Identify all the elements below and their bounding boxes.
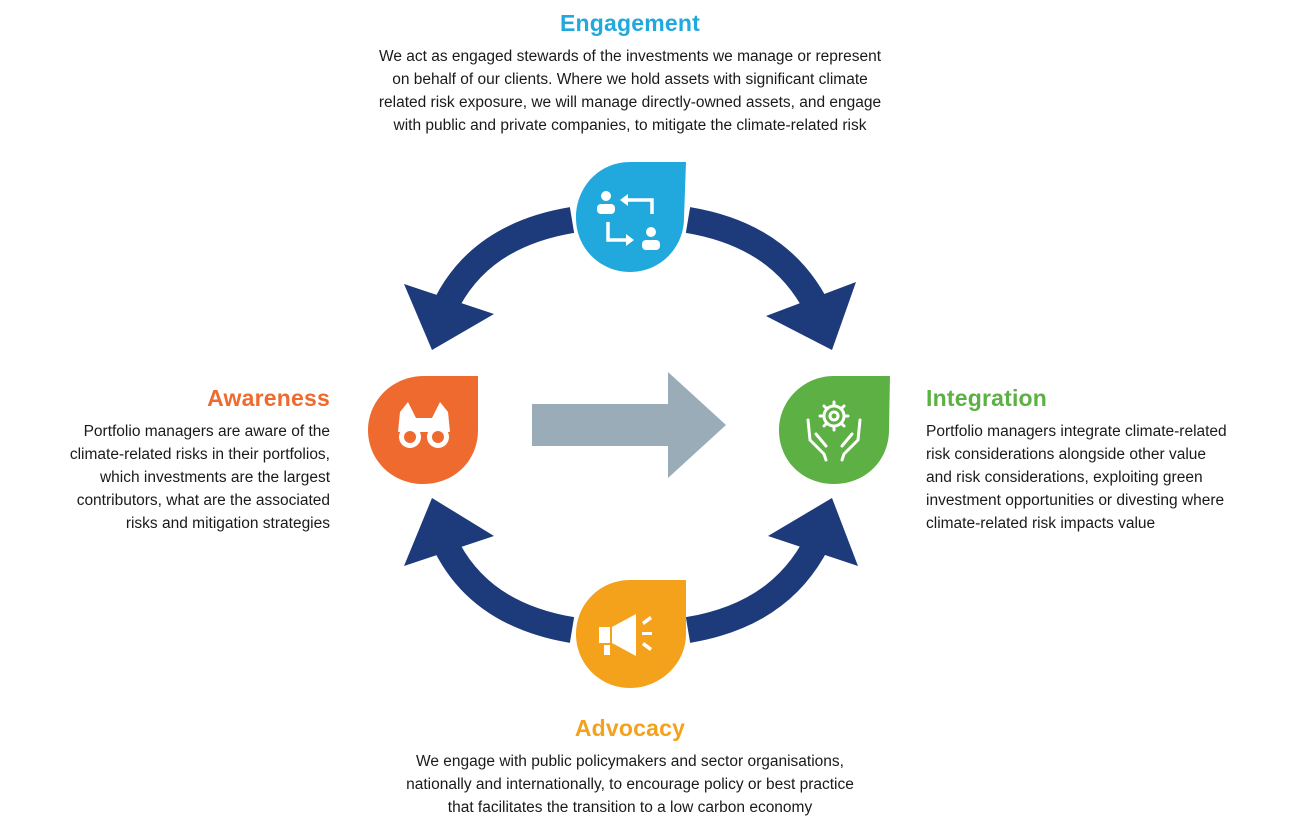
- advocacy-line: that facilitates the transition to a low…: [447, 799, 813, 816]
- integration-line: and risk considerations, exploiting gree…: [926, 469, 1203, 486]
- awareness-title: Awareness: [207, 385, 330, 411]
- awareness-text: Portfolio managers are aware of the clim…: [0, 420, 330, 535]
- advocacy-drop: [576, 580, 686, 688]
- awareness-line: which investments are the largest: [99, 469, 330, 486]
- integration-line: investment opportunities or divesting wh…: [926, 492, 1225, 509]
- arrow-head-awareness-top: [404, 284, 494, 350]
- engagement-line: We act as engaged stewards of the invest…: [378, 48, 882, 65]
- advocacy-title: Advocacy: [574, 715, 686, 741]
- advocacy-text: We engage with public policymakers and s…: [340, 750, 920, 819]
- arrow-head-integration-bottom: [768, 498, 858, 566]
- engagement-title: Engagement: [559, 10, 701, 36]
- awareness-section: Awareness Portfolio managers are aware o…: [0, 385, 330, 535]
- integration-drop: [779, 376, 890, 484]
- integration-line: climate-related risk impacts value: [926, 515, 1156, 532]
- arrow-head-integration-top: [766, 282, 856, 350]
- integration-section: Integration Portfolio managers integrate…: [926, 385, 1306, 535]
- advocacy-line: We engage with public policymakers and s…: [416, 753, 844, 770]
- engagement-line: related risk exposure, we will manage di…: [378, 94, 882, 111]
- engagement-line: on behalf of our clients. Where we hold …: [392, 71, 868, 88]
- hands-gear-icon: [806, 400, 862, 462]
- engagement-drop: [576, 162, 686, 272]
- engagement-text: We act as engaged stewards of the invest…: [320, 45, 940, 137]
- awareness-drop: [368, 376, 478, 484]
- integration-line: risk considerations alongside other valu…: [926, 446, 1207, 463]
- engagement-line: with public and private companies, to mi…: [393, 117, 867, 134]
- integration-text: Portfolio managers integrate climate-rel…: [926, 420, 1306, 535]
- megaphone-icon: [599, 614, 652, 656]
- cycle-arrows: [404, 207, 858, 643]
- center-arrow: [532, 372, 726, 478]
- binoculars-icon: [398, 402, 450, 448]
- awareness-line: climate-related risks in their portfolio…: [69, 446, 330, 463]
- awareness-line: contributors, what are the associated: [76, 492, 330, 509]
- advocacy-line: nationally and internationally, to encou…: [406, 776, 854, 793]
- integration-title: Integration: [926, 385, 1048, 411]
- integration-line: Portfolio managers integrate climate-rel…: [926, 423, 1227, 440]
- people-exchange-icon: [597, 191, 660, 250]
- awareness-line: Portfolio managers are aware of the: [83, 423, 330, 440]
- engagement-section: Engagement We act as engaged stewards of…: [320, 10, 940, 137]
- awareness-line: risks and mitigation strategies: [125, 515, 330, 532]
- advocacy-section: Advocacy We engage with public policymak…: [340, 715, 920, 819]
- arrow-head-awareness-bottom: [404, 498, 494, 566]
